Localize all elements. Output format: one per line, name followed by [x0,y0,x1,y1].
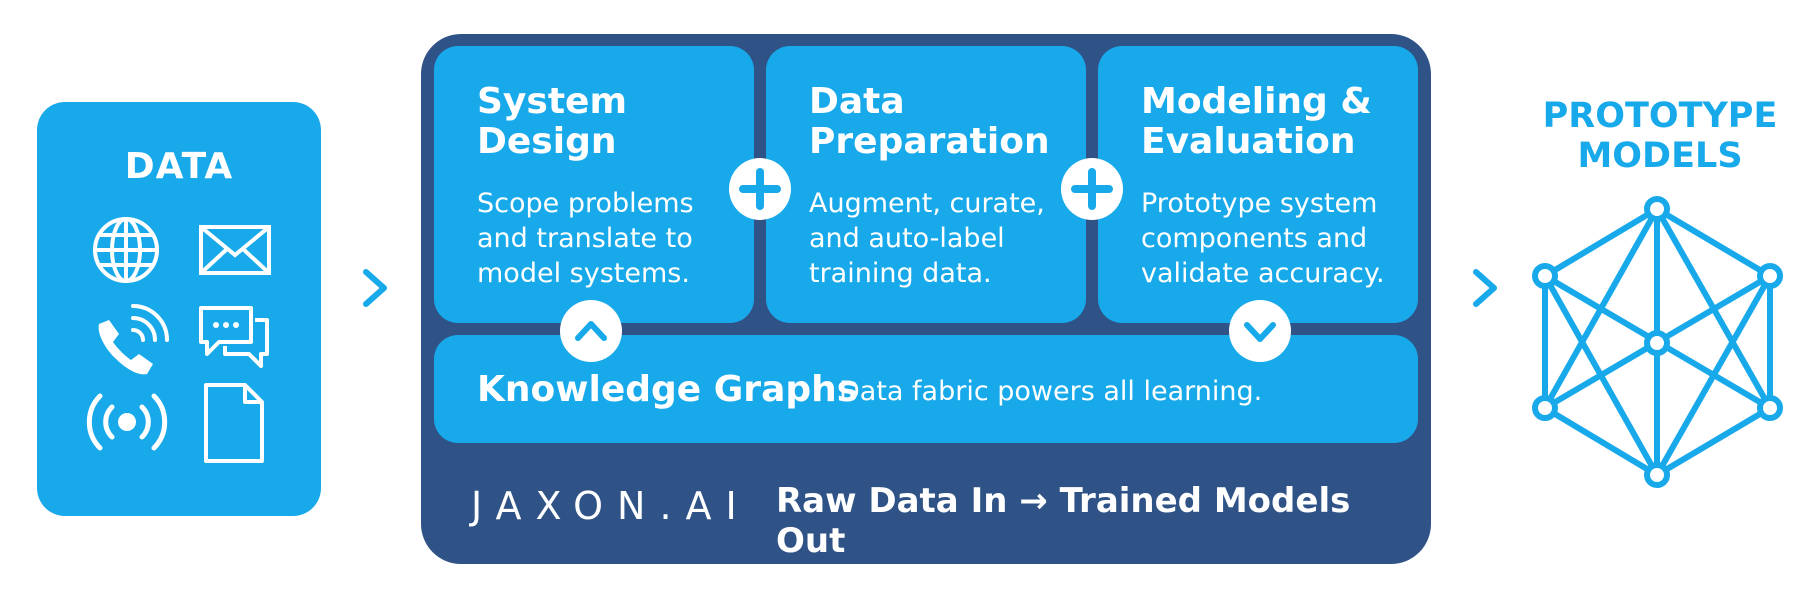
step-title: System Design [477,82,627,162]
step-title: Data Preparation [809,82,1050,162]
step-desc-line: components and [1141,223,1368,254]
step-title-line: Design [477,121,617,162]
step-title-line: Evaluation [1141,121,1356,162]
data-panel: DATA [37,102,321,516]
step-desc-line: model systems. [477,258,690,289]
process-frame: System Design Scope problems and transla… [421,34,1431,564]
envelope-icon [199,225,271,275]
step-title-line: System [477,81,627,122]
plus-icon [1061,158,1123,220]
step-card-system-design: System Design Scope problems and transla… [434,46,754,323]
step-description: Augment, curate, and auto-label training… [809,186,1045,291]
flow-arrow-icon [363,269,387,307]
globe-icon [93,217,159,283]
step-description: Scope problems and translate to model sy… [477,186,694,291]
broadcast-icon [86,393,168,451]
step-desc-line: and translate to [477,223,693,254]
document-icon [204,383,264,463]
output-title-line: PROTOTYPE [1542,96,1778,136]
step-desc-line: Prototype system [1141,188,1378,219]
knowledge-graphs-title: Knowledge Graphs [477,369,859,410]
step-desc-line: Scope problems [477,188,694,219]
flow-arrow-icon [1473,269,1497,307]
step-title: Modeling & Evaluation [1141,82,1372,162]
chevron-up-icon [560,300,622,362]
step-desc-line: validate accuracy. [1141,258,1385,289]
plus-icon [729,158,791,220]
step-title-line: Data [809,81,905,122]
output-title-line: MODELS [1577,136,1743,176]
step-title-line: Preparation [809,121,1050,162]
step-card-data-preparation: Data Preparation Augment, curate, and au… [766,46,1086,323]
step-desc-line: and auto-label [809,223,1005,254]
jaxon-logo: JAXON.AI [471,484,751,528]
data-panel-title: DATA [124,146,234,187]
chevron-down-icon [1229,300,1291,362]
output-title: PROTOTYPE MODELS [1520,96,1800,176]
tagline: Raw Data In → Trained Models Out [776,481,1351,561]
chat-icon [199,306,269,368]
phone-icon [98,304,169,375]
neural-network-icon [1532,196,1783,488]
knowledge-graphs-description: Data fabric powers all learning. [839,376,1263,407]
step-desc-line: Augment, curate, [809,188,1045,219]
step-card-modeling-evaluation: Modeling & Evaluation Prototype system c… [1098,46,1418,323]
step-desc-line: training data. [809,258,992,289]
step-description: Prototype system components and validate… [1141,186,1385,291]
step-title-line: Modeling & [1141,81,1372,122]
